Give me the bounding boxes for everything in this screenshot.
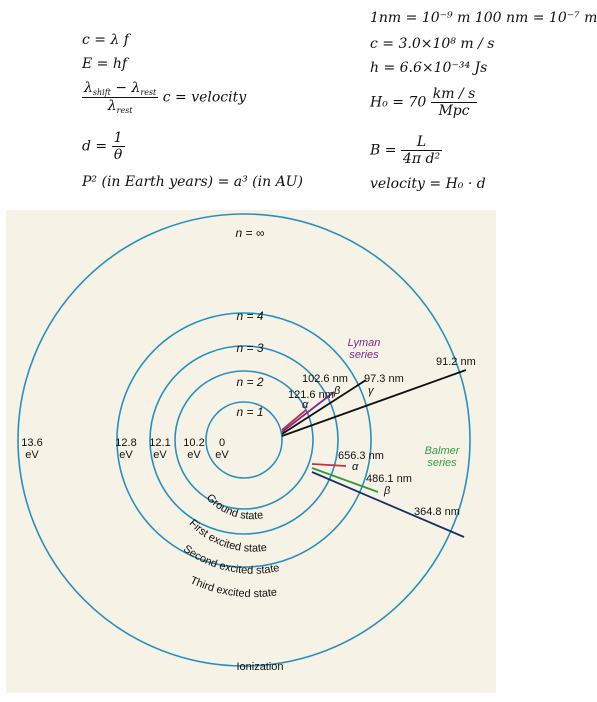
wave-equation: c = λ f <box>82 32 129 48</box>
doppler-fraction: λshift − λrest λrest <box>82 80 159 115</box>
energy-equation: E = hf <box>82 56 128 72</box>
hydrogen-energy-level-diagram: n = ∞ n = 4 n = 3 n = 2 n = 1 13.6 eV 12… <box>6 210 496 693</box>
lyman-beta-wavelength: 102.6 nm <box>302 373 348 385</box>
orbit-n3 <box>149 345 339 535</box>
balmer-beta-greek: β <box>383 485 391 497</box>
doppler-rhs: c = velocity <box>162 89 247 106</box>
lyman-limit-wavelength: 91.2 nm <box>436 356 476 368</box>
energy-ninf-unit: eV <box>25 449 39 461</box>
state-third-excited: Third excited state <box>188 574 278 600</box>
label-n3: n = 3 <box>236 341 263 355</box>
hubble-constant: H₀ = 70 km / s Mpc <box>370 86 478 119</box>
lyman-gamma-greek: γ <box>368 385 375 397</box>
brightness-equation: B = L 4π d² <box>370 134 443 167</box>
orbit-circles <box>17 213 471 667</box>
balmer-lines <box>311 463 465 538</box>
kepler-equation: P² (in Earth years) = a³ (in AU) <box>82 174 303 190</box>
label-n1: n = 1 <box>236 405 263 419</box>
energy-n4-unit: eV <box>119 449 133 461</box>
label-n2: n = 2 <box>236 375 263 389</box>
energy-n1: 0 <box>219 437 225 449</box>
lyman-alpha-line <box>281 409 307 431</box>
balmer-alpha-line <box>311 463 347 467</box>
orbit-n2 <box>174 370 314 510</box>
energy-n1-unit: eV <box>215 449 229 461</box>
lyman-beta-greek: β <box>333 385 341 397</box>
energy-n2: 10.2 <box>183 437 204 449</box>
orbit-n4 <box>116 312 372 568</box>
balmer-title-line2: series <box>427 457 457 469</box>
doppler-equation: λshift − λrest λrest c = velocity <box>82 80 246 115</box>
state-ground: Ground state <box>204 492 264 522</box>
balmer-limit-wavelength: 364.8 nm <box>414 506 460 518</box>
label-n4: n = 4 <box>236 309 263 323</box>
formula-sheet: c = λ f E = hf λshift − λrest λrest c = … <box>0 0 597 205</box>
balmer-limit-line <box>311 471 465 538</box>
balmer-beta-line <box>311 467 379 493</box>
orbit-ninf <box>17 213 471 667</box>
energy-ninf: 13.6 <box>21 437 42 449</box>
energy-n2-unit: eV <box>187 449 201 461</box>
balmer-title-line1: Balmer <box>425 445 461 457</box>
hubble-law: velocity = H₀ · d <box>370 176 486 192</box>
lyman-beta-line <box>281 391 335 433</box>
energy-n3: 12.1 <box>149 437 170 449</box>
lyman-title-line2: series <box>349 349 379 361</box>
state-ionization: Ionization <box>236 661 283 673</box>
lyman-gamma-wavelength: 97.3 nm <box>364 373 404 385</box>
orbit-n1 <box>205 401 283 479</box>
unit-conversion: 1nm = 10⁻⁹ m 100 nm = 10⁻⁷ m <box>370 10 597 26</box>
speed-of-light: c = 3.0×10⁸ m / s <box>370 36 495 52</box>
balmer-alpha-wavelength: 656.3 nm <box>338 450 384 462</box>
label-n-inf: n = ∞ <box>236 226 265 240</box>
bohr-model-svg: n = ∞ n = 4 n = 3 n = 2 n = 1 13.6 eV 12… <box>17 213 476 673</box>
balmer-alpha-greek: α <box>352 461 359 473</box>
planck-constant: h = 6.6×10⁻³⁴ Js <box>370 60 488 76</box>
balmer-beta-wavelength: 486.1 nm <box>366 473 412 485</box>
lyman-title-line1: Lyman <box>348 337 381 349</box>
lyman-gamma-line <box>281 379 367 435</box>
distance-equation: d = 1 θ <box>82 130 125 163</box>
energy-n4: 12.8 <box>115 437 136 449</box>
doppler-numerator: λshift − λrest <box>82 80 159 98</box>
lyman-alpha-wavelength: 121.6 nm <box>288 389 334 401</box>
lyman-alpha-greek: α <box>302 399 309 411</box>
doppler-denominator: λrest <box>107 98 133 115</box>
state-first-excited: First excited state <box>187 517 268 554</box>
lyman-limit-line <box>281 369 467 437</box>
lyman-lines <box>281 369 467 437</box>
energy-n3-unit: eV <box>153 449 167 461</box>
